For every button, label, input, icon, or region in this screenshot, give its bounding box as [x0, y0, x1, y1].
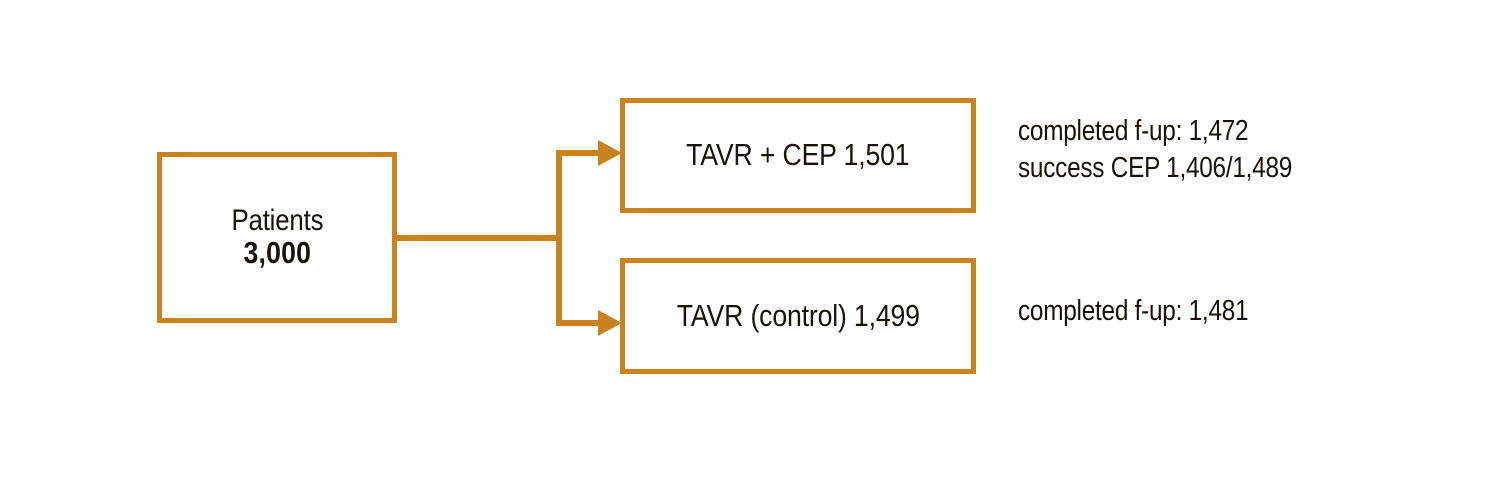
- connector-split-vertical: [556, 150, 562, 326]
- annotation-tavr-cep-line-2: success CEP 1,406/1,489: [1018, 151, 1293, 184]
- node-patients-label: Patients: [231, 204, 323, 238]
- node-tavr-control-label: TAVR (control) 1,499: [676, 297, 920, 333]
- annotation-tavr-cep: completed f-up: 1,472 success CEP 1,406/…: [1018, 113, 1292, 187]
- node-patients-count: 3,000: [243, 234, 311, 270]
- connector-stem-horizontal: [395, 235, 562, 241]
- annotation-tavr-control: completed f-up: 1,481: [1018, 293, 1249, 330]
- connector-branch-bottom: [556, 320, 604, 326]
- node-tavr-control: TAVR (control) 1,499: [620, 258, 976, 374]
- arrowhead-bottom-icon: [598, 310, 622, 336]
- annotation-tavr-control-line-1: completed f-up: 1,481: [1018, 295, 1249, 327]
- node-tavr-cep: TAVR + CEP 1,501: [620, 98, 976, 213]
- node-patients: Patients 3,000: [157, 152, 397, 323]
- arrowhead-top-icon: [598, 140, 622, 166]
- node-tavr-cep-label: TAVR + CEP 1,501: [686, 137, 910, 173]
- annotation-tavr-cep-line-1: completed f-up: 1,472: [1018, 115, 1249, 147]
- connector-branch-top: [556, 150, 604, 156]
